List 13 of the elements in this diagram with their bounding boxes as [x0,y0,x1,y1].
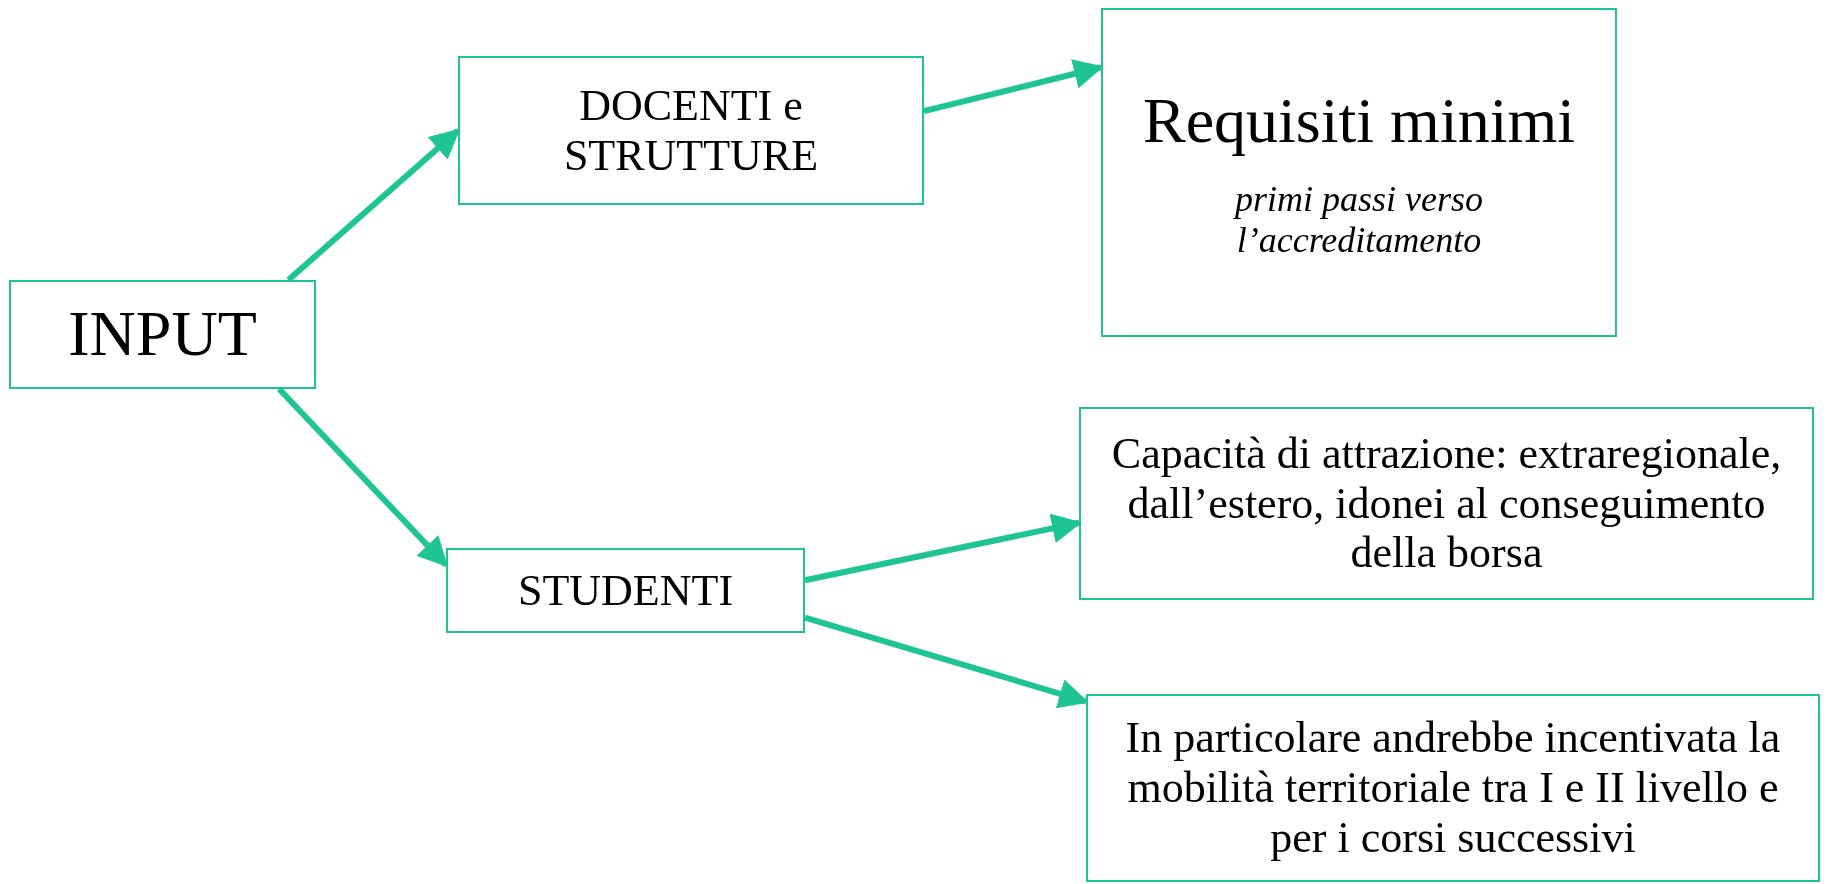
text-box [1079,407,1814,600]
text-box [1086,694,1820,882]
node-title: STUDENTI [517,565,734,616]
text-box [1101,8,1617,337]
text-box [458,56,924,205]
node-title: DOCENTI e STRUTTURE [562,80,820,181]
node-title: Requisiti minimi [1143,84,1575,157]
node-title: In particolare andrebbe incentivata la mobilità territoriale tra I e II livello e per i corsi successivi [1124,713,1782,863]
node-title: INPUT [68,298,257,371]
node-subtitle: primi passi verso l’accreditamento [1232,179,1484,261]
text-box [446,548,805,633]
text-box [9,280,316,389]
node-title: Capacità di attrazione: extraregionale, dall’estero, idonei al conseguimento della borsa [1110,428,1783,579]
